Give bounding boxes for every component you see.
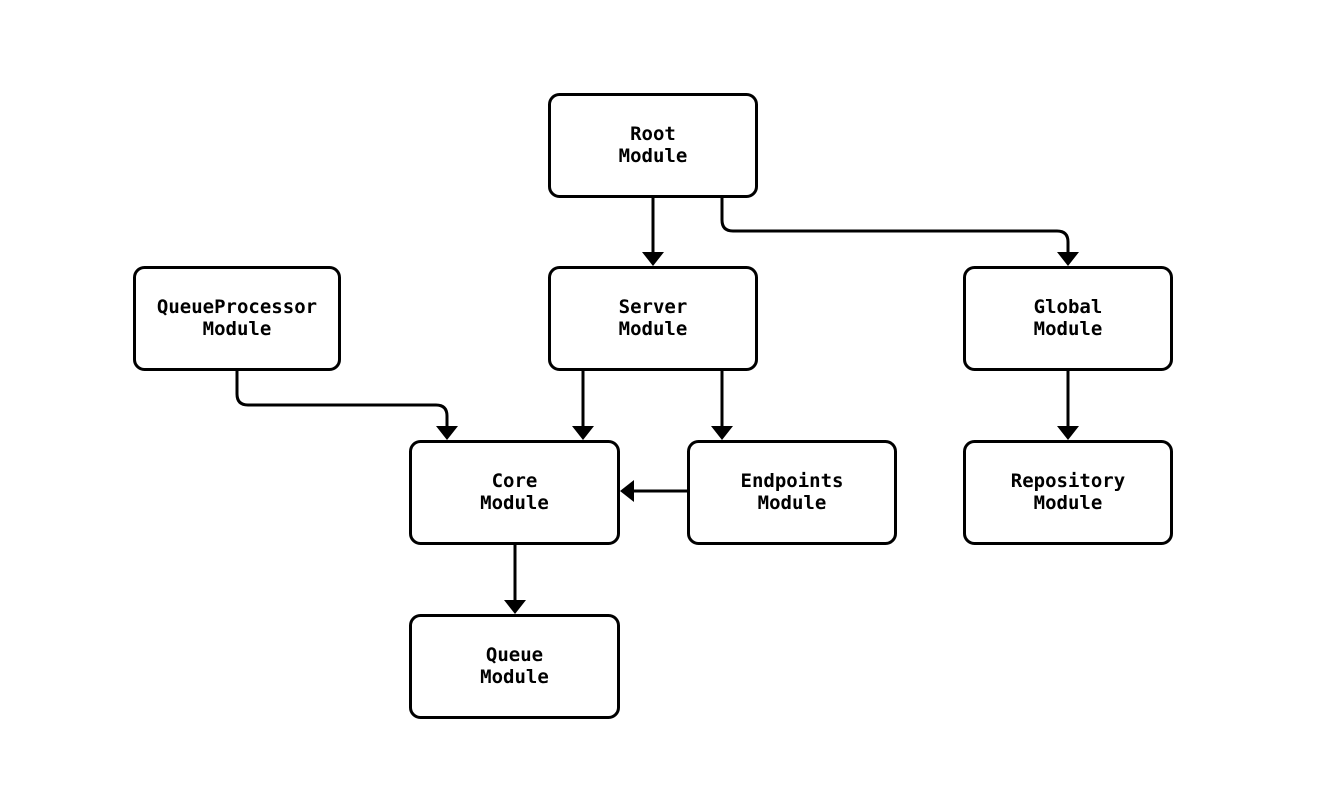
edge-endpoints-to-core xyxy=(620,480,687,502)
edges-layer xyxy=(235,198,1079,614)
edge-core-to-queue xyxy=(504,545,526,614)
node-label-line1: Global xyxy=(1034,296,1103,318)
node-label-line2: Module xyxy=(480,492,549,514)
arrowhead-icon xyxy=(711,426,733,440)
node-label-line2: Module xyxy=(619,145,688,167)
node-box[interactable] xyxy=(409,440,620,545)
edge-queueprocessor-to-core xyxy=(235,371,458,440)
edge-server-to-core xyxy=(572,371,594,440)
arrowhead-icon xyxy=(620,480,634,502)
edge-root-to-server xyxy=(642,198,664,266)
arrowhead-icon xyxy=(504,600,526,614)
node-box[interactable] xyxy=(548,93,758,198)
node-box[interactable] xyxy=(963,440,1173,545)
node-box[interactable] xyxy=(409,614,620,719)
edge-line xyxy=(720,198,1070,252)
node-label-line1: Queue xyxy=(486,644,543,666)
node-box[interactable] xyxy=(963,266,1173,371)
node-label-line1: QueueProcessor xyxy=(157,296,317,318)
node-label-line2: Module xyxy=(1034,318,1103,340)
arrowhead-icon xyxy=(1057,252,1079,266)
edge-root-to-global xyxy=(720,198,1079,266)
nodes-layer: RootModuleQueueProcessorModuleServerModu… xyxy=(133,93,1173,719)
node-label-line1: Core xyxy=(492,470,538,492)
node-label-line1: Endpoints xyxy=(741,470,844,492)
node-box[interactable] xyxy=(548,266,758,371)
node-label-line1: Server xyxy=(619,296,688,318)
arrowhead-icon xyxy=(642,252,664,266)
node-label-line2: Module xyxy=(619,318,688,340)
node-box[interactable] xyxy=(687,440,897,545)
arrowhead-icon xyxy=(572,426,594,440)
arrowhead-icon xyxy=(1057,426,1079,440)
arrowhead-icon xyxy=(436,426,458,440)
edge-server-to-endpoints xyxy=(711,371,733,440)
edge-global-to-repository xyxy=(1057,371,1079,440)
node-label-line2: Module xyxy=(480,666,549,688)
node-box[interactable] xyxy=(133,266,341,371)
node-label-line2: Module xyxy=(203,318,272,340)
node-label-line1: Repository xyxy=(1011,470,1125,492)
node-label-line2: Module xyxy=(1034,492,1103,514)
node-label-line1: Root xyxy=(630,123,676,145)
node-label-line2: Module xyxy=(758,492,827,514)
edge-line xyxy=(235,371,449,426)
